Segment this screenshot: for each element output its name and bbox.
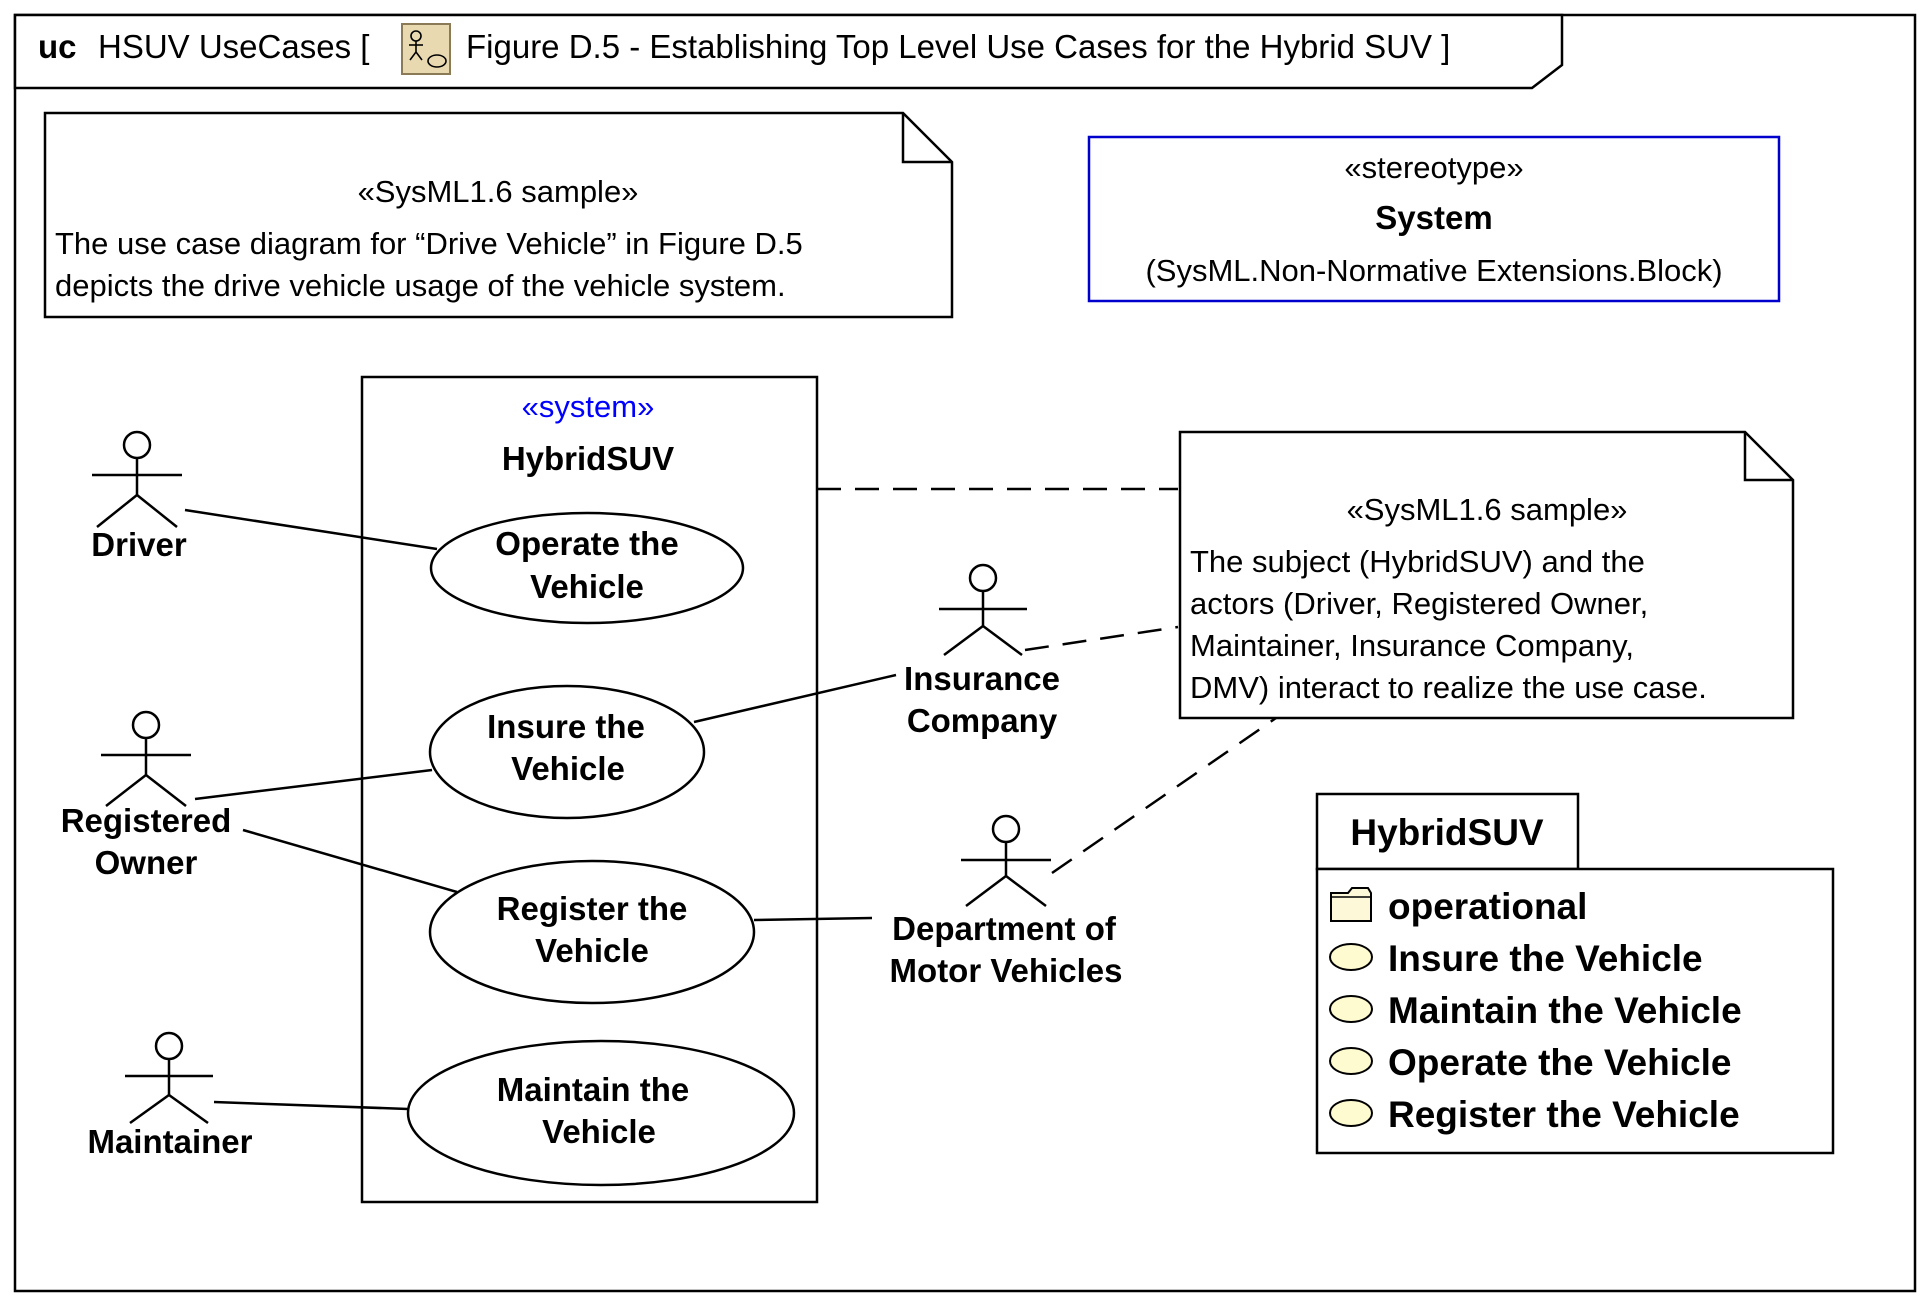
use-case-label-line1: Maintain the — [497, 1071, 690, 1108]
package-item-label: operational — [1388, 886, 1587, 927]
package-hybridsuv: HybridSUV operational Insure the Vehicle… — [1315, 792, 1835, 1155]
package-item-label: Insure the Vehicle — [1388, 938, 1703, 979]
assoc-dmv-register — [753, 916, 873, 922]
actor-department-of-motor-vehicles: Department of Motor Vehicles — [890, 814, 1123, 989]
actor-insurance-company: Insurance Company — [904, 563, 1060, 739]
package-item-register-the-vehicle: Register the Vehicle — [1329, 1094, 1740, 1135]
actor-label-line2: Owner — [95, 844, 198, 881]
use-case-label-line2: Vehicle — [511, 750, 625, 787]
subject-stereotype: «system» — [522, 389, 655, 424]
actor-label-line1: Registered — [61, 802, 232, 839]
use-case-label-line1: Insure the — [487, 708, 645, 745]
note-right: «SysML1.6 sample» The subject (HybridSUV… — [1178, 430, 1795, 720]
actor-icon — [101, 710, 191, 807]
note-right-line1: The subject (HybridSUV) and the — [1190, 544, 1645, 579]
use-case-insure-the-vehicle: Insure the Vehicle — [428, 684, 706, 820]
assoc-owner-insure — [194, 768, 433, 801]
actor-label-line1: Department of — [892, 910, 1117, 947]
note-top: «SysML1.6 sample» The use case diagram f… — [43, 111, 954, 319]
note-top-line1: The use case diagram for “Drive Vehicle”… — [55, 226, 803, 261]
package-item-insure-the-vehicle: Insure the Vehicle — [1329, 938, 1703, 979]
frame-kind: uc — [38, 28, 77, 65]
actor-label: Maintainer — [87, 1123, 252, 1160]
actor-icon — [939, 563, 1027, 657]
assoc-maintainer-maintain — [213, 1100, 409, 1111]
frame-title: Figure D.5 - Establishing Top Level Use … — [466, 28, 1450, 65]
package-item-operate-the-vehicle: Operate the Vehicle — [1329, 1042, 1731, 1083]
package-item-label: Operate the Vehicle — [1388, 1042, 1731, 1083]
anchor-dmv-note — [1051, 716, 1277, 875]
package-item-operational: operational — [1330, 886, 1587, 927]
use-case-label-line2: Vehicle — [542, 1113, 656, 1150]
use-case-icon — [1329, 1047, 1373, 1075]
note-top-line2: depicts the drive vehicle usage of the v… — [55, 268, 786, 303]
note-right-line2: actors (Driver, Registered Owner, — [1190, 586, 1648, 621]
package-body — [1315, 867, 1835, 1155]
actor-label-line2: Motor Vehicles — [890, 952, 1123, 989]
stereotype-keyword: «stereotype» — [1344, 150, 1523, 185]
use-case-register-the-vehicle: Register the Vehicle — [428, 859, 756, 1005]
actor-registered-owner: Registered Owner — [61, 710, 232, 881]
actor-icon — [92, 430, 182, 528]
actor-maintainer: Maintainer — [87, 1031, 253, 1160]
package-item-maintain-the-vehicle: Maintain the Vehicle — [1329, 990, 1742, 1031]
use-case-maintain-the-vehicle: Maintain the Vehicle — [406, 1039, 796, 1187]
actor-label-line2: Company — [907, 702, 1058, 739]
anchor-insurance-note — [1024, 625, 1179, 652]
system-subject: «system» HybridSUV — [360, 375, 819, 1204]
assoc-insurance-insure — [693, 673, 897, 724]
actor-label: Driver — [91, 526, 187, 563]
associations — [184, 508, 897, 1111]
assoc-owner-register — [242, 828, 458, 894]
package-item-label: Maintain the Vehicle — [1388, 990, 1742, 1031]
stereotype-qualified-name: (SysML.Non-Normative Extensions.Block) — [1145, 253, 1722, 288]
use-case-icon — [1329, 1099, 1373, 1127]
actor-label-line1: Insurance — [904, 660, 1060, 697]
actor-driver: Driver — [91, 430, 187, 563]
use-case-label-line2: Vehicle — [535, 932, 649, 969]
note-top-stereotype: «SysML1.6 sample» — [358, 174, 639, 209]
use-case-label-line2: Vehicle — [530, 568, 644, 605]
frame-title-prefix: HSUV UseCases [ — [98, 28, 369, 65]
package-name: HybridSUV — [1350, 812, 1544, 853]
stereotype-name: System — [1375, 199, 1492, 236]
package-item-label: Register the Vehicle — [1388, 1094, 1740, 1135]
actor-icon — [125, 1031, 213, 1125]
stereotype-box: «stereotype» System (SysML.Non-Normative… — [1087, 135, 1781, 303]
use-case-label-line1: Register the — [497, 890, 688, 927]
assoc-driver-operate — [184, 508, 438, 551]
use-case-label-line1: Operate the — [495, 525, 678, 562]
subject-name: HybridSUV — [502, 440, 674, 477]
note-anchors — [817, 487, 1277, 875]
use-case-operate-the-vehicle: Operate the Vehicle — [429, 511, 745, 625]
use-case-icon — [1329, 943, 1373, 971]
use-case-diagram-icon — [401, 23, 451, 75]
note-right-line4: DMV) interact to realize the use case. — [1190, 670, 1707, 705]
use-case-icon — [1329, 995, 1373, 1023]
note-right-line3: Maintainer, Insurance Company, — [1190, 628, 1634, 663]
actor-icon — [961, 814, 1051, 907]
folder-icon — [1330, 887, 1372, 922]
note-right-stereotype: «SysML1.6 sample» — [1347, 492, 1628, 527]
